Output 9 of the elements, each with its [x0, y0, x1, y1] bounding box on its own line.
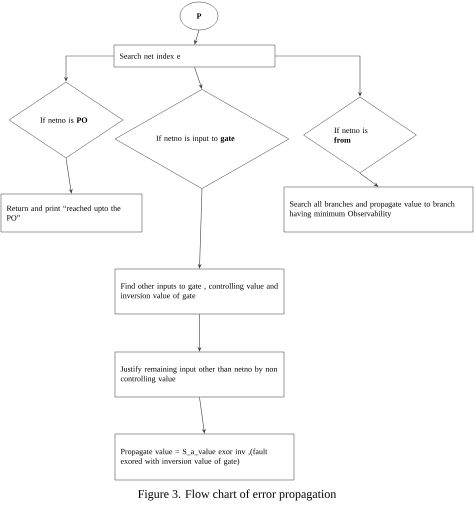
figure-caption: Figure 3. Flow chart of error propagation	[138, 489, 336, 500]
ellipse-node: P	[180, 2, 218, 30]
process-box: Return and print “reached upto the PO”	[0, 194, 142, 232]
process-box: Propagate value = S_a_value exor inv ,(fault exored with inversion value of gate)	[114, 434, 294, 480]
arrow	[360, 172, 378, 187]
process-box: Justify remaining input other than netno by non controlling value	[114, 352, 284, 398]
process-box: Find other inputs to gate , controlling value and inversion value of gate	[114, 268, 284, 314]
process-box: Search all branches and propagate value to branch having minimum Observability	[284, 186, 474, 232]
process-box: Search net index e	[114, 44, 276, 68]
